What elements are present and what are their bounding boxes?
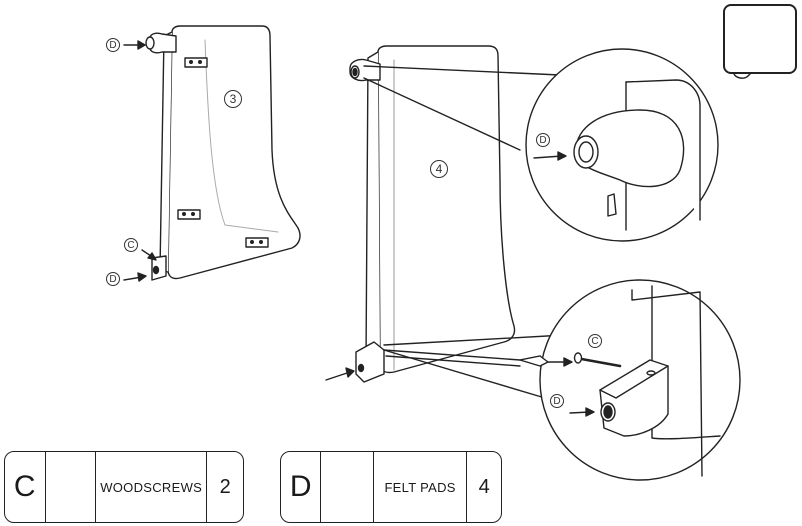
parts-box-woodscrews: C WOODSCREWS 2 <box>4 451 244 523</box>
callout-d-bottom-step3: D <box>106 272 120 286</box>
step-number-4: 4 <box>430 160 448 178</box>
part-name: FELT PADS <box>384 480 455 495</box>
part-quantity: 4 <box>479 476 490 499</box>
part-name: WOODSCREWS <box>100 480 202 495</box>
tool-box <box>723 4 797 74</box>
chair-back-step3 <box>124 26 300 281</box>
part-letter: C <box>14 470 36 504</box>
chair-back-step4 <box>326 46 540 382</box>
part-quantity: 2 <box>220 476 231 499</box>
callout-d-detail-top: D <box>536 133 550 147</box>
part-letter: D <box>290 470 312 504</box>
step-number-3: 3 <box>224 90 242 108</box>
callout-c-detail-bottom: C <box>588 334 602 348</box>
parts-box-felt-pads: D FELT PADS 4 <box>280 451 502 523</box>
callout-d-detail-bottom: D <box>550 394 564 408</box>
callout-c-step3: C <box>124 238 138 252</box>
callout-d-top-step3: D <box>106 38 120 52</box>
